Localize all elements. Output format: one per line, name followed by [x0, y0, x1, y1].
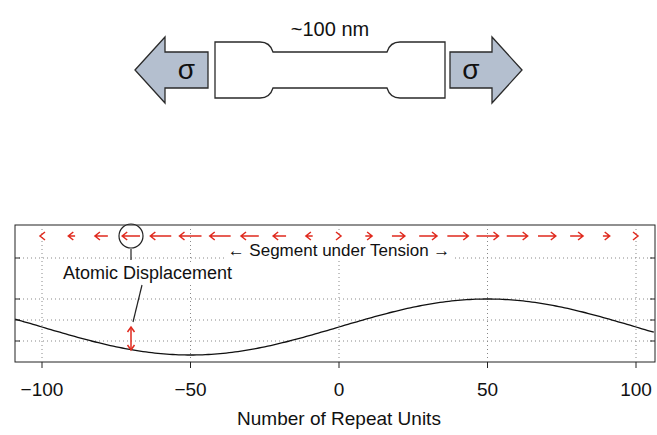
sine-curve	[15, 299, 654, 355]
shape-path	[215, 42, 445, 98]
displacement-arrow	[150, 232, 171, 240]
callout-label: Atomic Displacement	[60, 263, 235, 283]
displacement-arrow	[507, 232, 528, 240]
displacement-arrow	[180, 232, 202, 240]
displacement-curve	[15, 299, 654, 355]
tick-label: 100	[620, 380, 652, 399]
axis-title: Number of Repeat Units	[237, 409, 441, 428]
displacement-arrow	[603, 232, 610, 240]
displacement-arrow	[68, 232, 75, 240]
displacement-arrow	[336, 232, 341, 240]
stress-arrow: σ	[450, 37, 522, 103]
leader-line	[130, 249, 131, 260]
tick-label: −100	[21, 380, 64, 399]
stress-arrow: σ	[135, 37, 208, 103]
displacement-arrow	[95, 232, 108, 240]
leader-line	[133, 285, 142, 322]
tick-label: −50	[174, 380, 206, 399]
shape-outline	[450, 37, 522, 103]
stress-symbol: σ	[178, 56, 195, 84]
specimen-shape: ~100 nm	[215, 42, 445, 98]
shape-outline	[215, 42, 445, 98]
tick-label: 0	[334, 380, 345, 399]
plot-frame	[15, 225, 655, 362]
axis-ticks	[15, 258, 655, 368]
shape-path	[135, 37, 208, 103]
displacement-arrow	[40, 232, 45, 240]
grid-lines	[15, 225, 655, 362]
displacement-arrow	[122, 232, 140, 240]
displacement-arrow	[419, 232, 437, 240]
displacement-arrow	[570, 232, 583, 240]
shape-path	[450, 37, 522, 103]
displacement-arrow	[538, 232, 556, 240]
displacement-arrow	[241, 232, 259, 240]
displacement-arrow	[306, 232, 313, 240]
displacement-arrow	[210, 232, 231, 240]
stress-symbol: σ	[462, 56, 479, 84]
displacement-arrow	[633, 232, 638, 240]
displacement-arrow	[477, 232, 499, 240]
displacement-arrow	[392, 232, 405, 240]
displacement-arrow	[365, 232, 372, 240]
dimension-label: ~100 nm	[291, 19, 369, 39]
region-label: ← Segment under Tension →	[225, 241, 454, 260]
displacement-arrows	[40, 232, 638, 240]
highlight-circle	[119, 224, 143, 248]
shape-outline	[135, 37, 208, 103]
displacement-arrow	[273, 232, 286, 240]
displacement-marker	[128, 327, 135, 350]
displacement-arrow	[447, 232, 468, 240]
tick-label: 50	[477, 380, 498, 399]
